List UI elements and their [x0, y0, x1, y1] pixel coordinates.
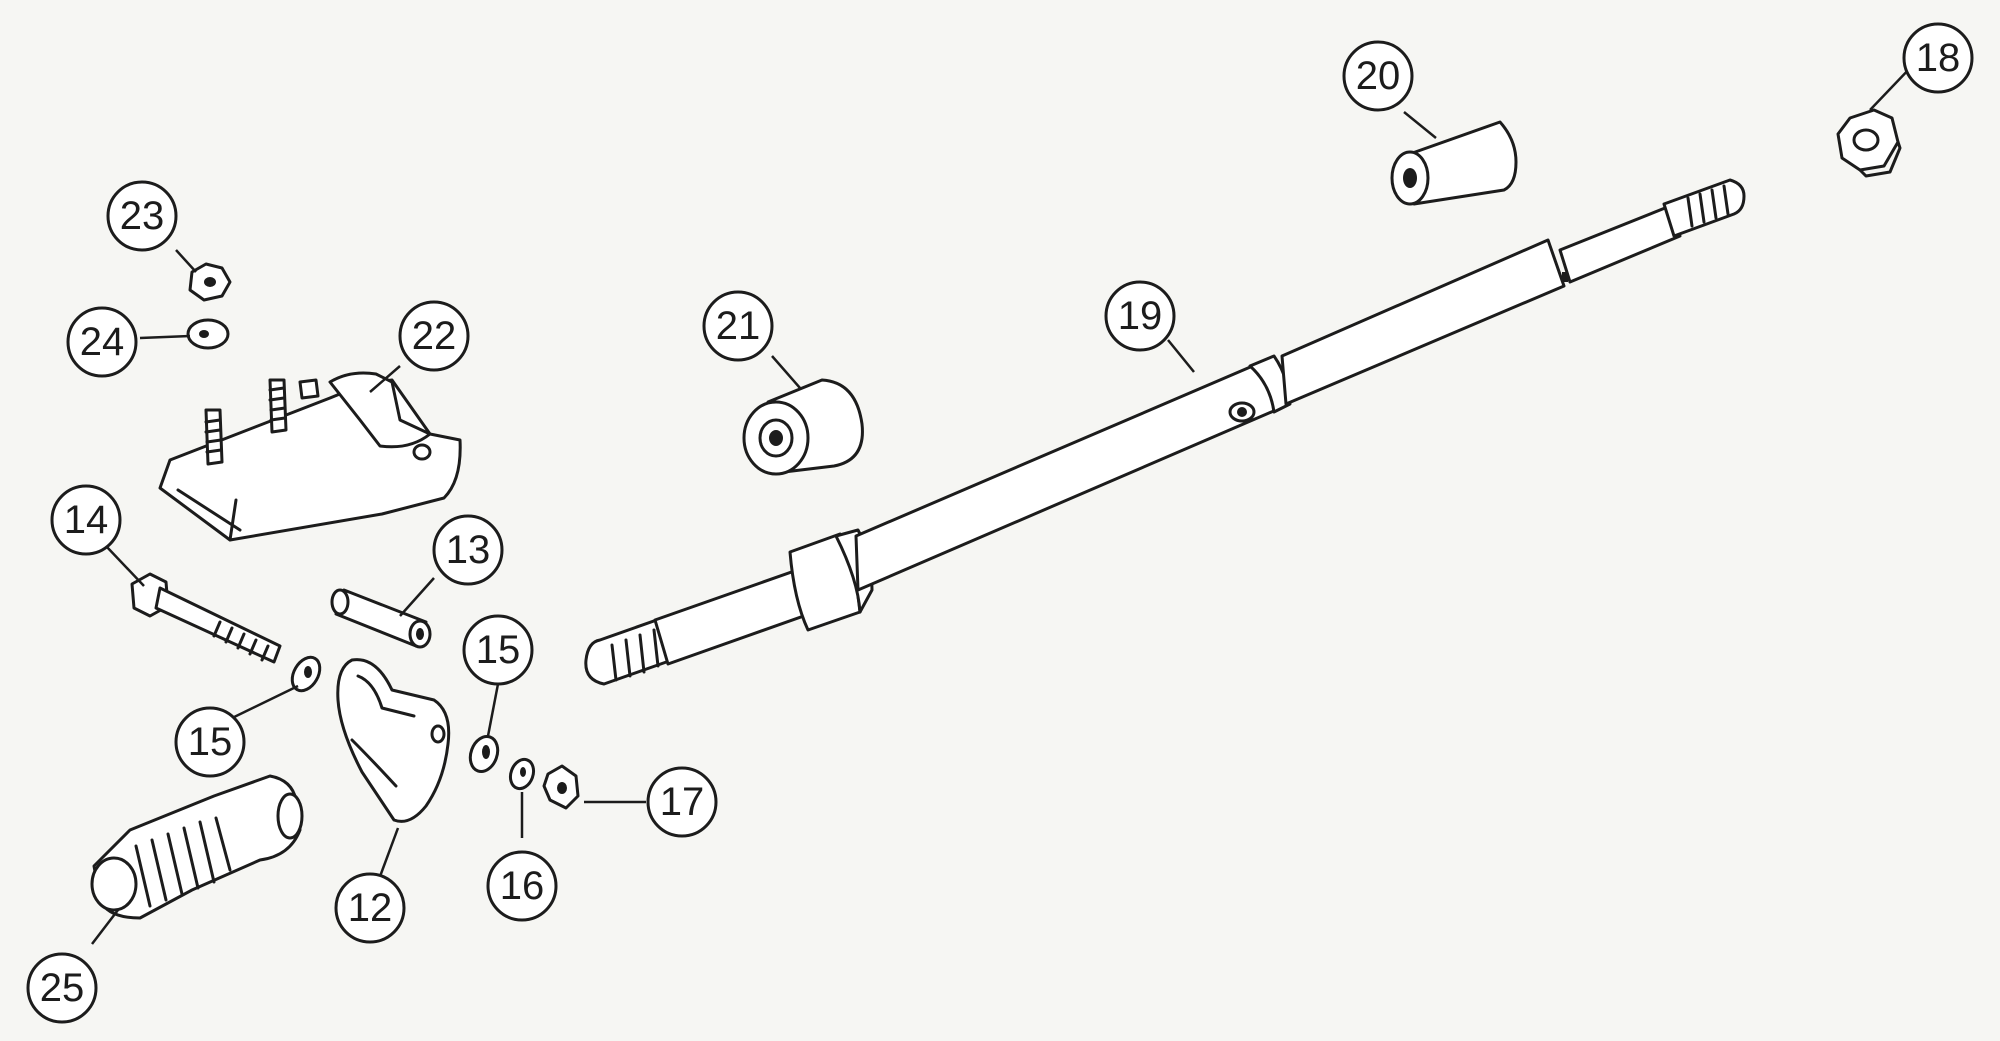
part-16-spring-washer — [508, 757, 536, 791]
part-25-adjuster — [90, 774, 304, 920]
callout-17-label: 17 — [660, 780, 705, 824]
callout-12: 12 — [334, 872, 406, 944]
part-21-bush — [742, 378, 864, 476]
callout-12-label: 12 — [348, 886, 393, 930]
callout-23-label: 23 — [120, 194, 165, 238]
callout-14-label: 14 — [64, 498, 109, 542]
callout-15-right: 15 — [462, 614, 534, 686]
callout-19-label: 19 — [1118, 294, 1163, 338]
part-23-nut — [188, 262, 232, 302]
callout-16: 16 — [486, 850, 558, 922]
callout-24-label: 24 — [80, 320, 125, 364]
callout-24: 24 — [66, 306, 138, 378]
part-12-yoke — [336, 658, 451, 823]
callout-15-left: 15 — [174, 706, 246, 778]
callout-21-label: 21 — [716, 304, 761, 348]
part-17-nut — [542, 764, 580, 810]
callout-15-left-label: 15 — [188, 720, 233, 764]
callout-21: 21 — [702, 290, 774, 362]
part-13-sleeve — [330, 588, 432, 649]
callout-17: 17 — [646, 766, 718, 838]
part-24-washer — [186, 318, 230, 350]
part-18-nut — [1836, 108, 1902, 178]
callout-22: 22 — [398, 300, 470, 372]
callout-13-label: 13 — [446, 528, 491, 572]
part-15-washer-left — [290, 655, 322, 693]
part-14-bolt — [130, 572, 282, 664]
part-15-washer-right — [468, 735, 500, 773]
callout-16-label: 16 — [500, 864, 545, 908]
callout-15-right-label: 15 — [476, 628, 521, 672]
callout-19: 19 — [1104, 280, 1176, 352]
callout-25-label: 25 — [40, 966, 85, 1010]
callout-20: 20 — [1342, 40, 1414, 112]
callout-13: 13 — [432, 514, 504, 586]
part-22-bracket — [158, 371, 462, 542]
part-20-sleeve — [1390, 120, 1518, 206]
callout-22-label: 22 — [412, 314, 457, 358]
callout-25: 25 — [26, 952, 98, 1024]
callout-20-label: 20 — [1356, 54, 1401, 98]
callout-23: 23 — [106, 180, 178, 252]
callout-14: 14 — [50, 484, 122, 556]
callout-18-label: 18 — [1916, 36, 1961, 80]
part-19-shaft — [584, 178, 1746, 686]
callout-18: 18 — [1902, 22, 1974, 94]
